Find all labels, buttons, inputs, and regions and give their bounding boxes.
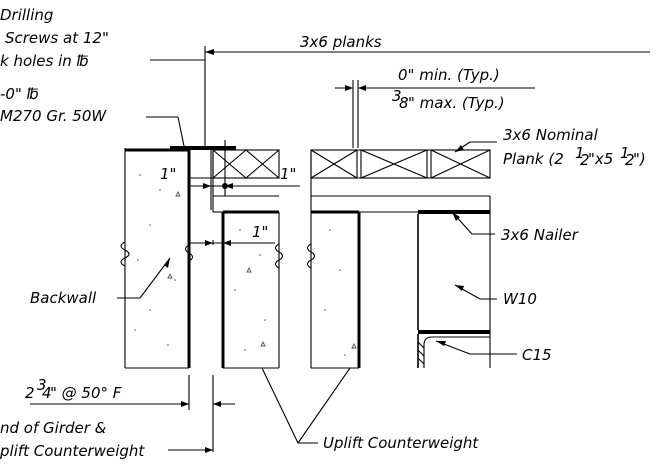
dimension-1in-top (190, 183, 300, 189)
right-planks (310, 149, 491, 368)
leader-lines (117, 59, 517, 453)
concrete-hatch (134, 174, 357, 356)
label-girder-1: nd of Girder & (0, 419, 107, 437)
label-planks: 3x6 planks (300, 33, 382, 51)
label-dim-234-num: 3 (37, 376, 47, 394)
label-holes: k holes in ℔ (0, 52, 89, 70)
label-half-num-1: 1 (575, 144, 585, 162)
dimension-gap (335, 80, 535, 148)
label-girder-2: plift Counterweight (0, 442, 145, 460)
label-nominal-plank-2c: ") (633, 150, 646, 168)
girder-w10 (359, 196, 491, 368)
label-nominal-plank-2a: Plank (2 (503, 150, 564, 168)
break-symbol-icon (120, 241, 316, 269)
dimension-234 (30, 375, 235, 452)
label-backwall: Backwall (30, 289, 97, 307)
label-max-gap-den: 8 (399, 94, 409, 112)
label-dim-1in-c: 1" (252, 223, 268, 241)
label-drilling: Drilling (0, 6, 53, 24)
label-dim-234-rest: " @ 50° F (50, 384, 122, 402)
label-steel-grade: M270 Gr. 50W (0, 107, 107, 125)
label-dim-234-den: 4 (42, 384, 52, 402)
label-max-gap-num: 3 (392, 87, 402, 105)
label-plate-size: -0" ℔ (0, 85, 39, 103)
label-max-gap: " max. (Typ.) (408, 94, 505, 112)
channel-c15 (417, 334, 490, 368)
label-half-den-2: 2 (625, 151, 635, 169)
label-uplift: Uplift Counterweight (323, 434, 479, 452)
dimension-planks (204, 46, 650, 148)
label-nominal-plank-2b: "x5 (588, 150, 613, 168)
right-counterweight (311, 210, 361, 369)
label-dim-234-a: 2 (25, 384, 35, 402)
label-nominal-plank-1: 3x6 Nominal (503, 126, 599, 144)
label-dim-1in-b: 1" (280, 165, 296, 183)
label-w10: W10 (503, 290, 537, 308)
label-screws: Screws at 12" (5, 29, 109, 47)
label-half-num-2: 1 (620, 144, 630, 162)
label-c15: C15 (522, 346, 552, 364)
dimension-1in-mid (190, 240, 275, 246)
steel-plate (170, 146, 236, 210)
label-nailer: 3x6 Nailer (501, 226, 579, 244)
label-dim-1in-a: 1" (160, 165, 176, 183)
label-half-den-1: 2 (580, 151, 590, 169)
counterweight-block (213, 210, 280, 369)
label-min-gap: 0" min. (Typ.) (398, 66, 500, 84)
left-plank (189, 149, 280, 197)
